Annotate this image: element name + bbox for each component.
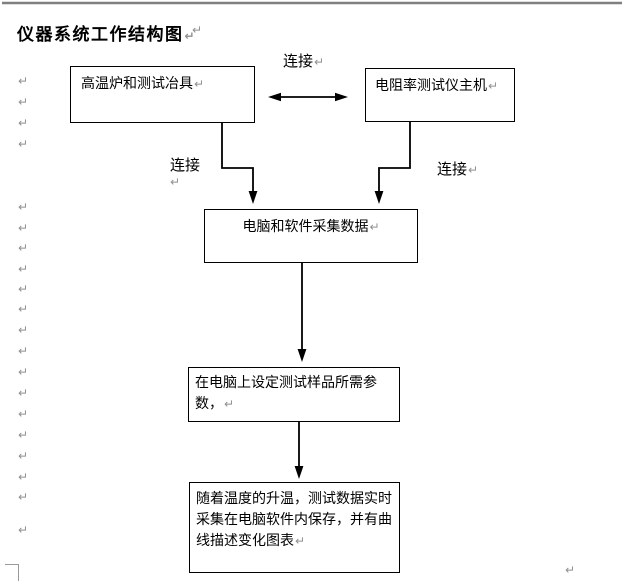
paragraph-mark-icon: ↵ [565, 563, 576, 577]
label-connect-right: 连接↵ [437, 158, 478, 179]
paragraph-mark-icon: ↵ [184, 29, 197, 43]
page-title: 仪器系统工作结构图↵ [17, 20, 196, 45]
label-connect-right-text: 连接 [437, 161, 468, 178]
paragraph-mark-icon: ↵ [18, 221, 29, 235]
arrow-params-to-realtime[interactable] [294, 422, 304, 479]
paragraph-mark-icon: ↵ [18, 449, 29, 463]
paragraph-mark-icon: ↵ [18, 137, 29, 151]
margin-corner-mark-icon [5, 564, 19, 581]
paragraph-mark-icon: ↵ [18, 344, 29, 358]
paragraph-mark-icon: ↵ [18, 116, 29, 130]
page-title-text: 仪器系统工作结构图 [17, 25, 184, 44]
flowchart-box-tester[interactable]: 电阻率测试仪主机↵ [365, 68, 515, 122]
flowchart-box-computer[interactable]: 电脑和软件采集数据↵ [204, 209, 418, 263]
paragraph-mark-icon: ↵ [170, 175, 181, 189]
box-realtime-label: 随着温度的升温，测试数据实时采集在电脑软件内保存，并有曲线描述变化图表 [196, 490, 392, 548]
label-connect-left: 连接 [170, 154, 200, 175]
paragraph-mark-icon: ↵ [18, 490, 29, 504]
flowchart-box-furnace[interactable]: 高温炉和测试冶具↵ [70, 66, 255, 123]
arrow-computer-to-params[interactable] [297, 263, 307, 362]
paragraph-mark-icon: ↵ [18, 74, 29, 88]
paragraph-mark-icon: ↵ [468, 163, 479, 177]
paragraph-mark-icon: ↵ [18, 470, 29, 484]
box-furnace-label: 高温炉和测试冶具 [81, 75, 193, 91]
paragraph-mark-icon: ↵ [314, 55, 325, 69]
paragraph-mark-icon: ↵ [18, 323, 29, 337]
flowchart-box-realtime[interactable]: 随着温度的升温，测试数据实时采集在电脑软件内保存，并有曲线描述变化图表↵ [189, 482, 400, 573]
box-tester-label: 电阻率测试仪主机 [375, 77, 487, 93]
paragraph-mark-icon: ↵ [18, 200, 29, 214]
label-connect-top-text: 连接 [283, 53, 314, 70]
connector-double-arrow[interactable] [268, 92, 348, 102]
label-connect-left-text: 连接 [170, 157, 201, 174]
paragraph-mark-icon: ↵ [18, 241, 29, 255]
paragraph-mark-icon: ↵ [18, 365, 29, 379]
paragraph-mark-icon: ↵ [18, 386, 29, 400]
paragraph-mark-icon: ↵ [18, 262, 29, 276]
paragraph-mark-icon: ↵ [295, 534, 306, 548]
paragraph-mark-icon: ↵ [18, 282, 29, 296]
label-connect-top: 连接↵ [283, 50, 324, 71]
paragraph-mark-icon: ↵ [18, 302, 29, 316]
box-computer-label: 电脑和软件采集数据 [242, 218, 369, 234]
paragraph-mark-icon: ↵ [18, 428, 29, 442]
flowchart-box-params[interactable]: 在电脑上设定测试样品所需参数，↵ [188, 367, 400, 422]
paragraph-mark-icon: ↵ [18, 407, 29, 421]
paragraph-mark-icon: ↵ [488, 79, 499, 93]
paragraph-mark-icon: ↵ [18, 95, 29, 109]
paragraph-mark-icon: ↵ [194, 77, 205, 91]
connector-furnace-to-computer[interactable] [221, 123, 258, 204]
connector-tester-to-computer[interactable] [374, 122, 411, 204]
paragraph-mark-icon: ↵ [18, 523, 29, 537]
paragraph-mark-icon: ↵ [192, 23, 203, 37]
box-params-label: 在电脑上设定测试样品所需参数， [195, 374, 377, 411]
paragraph-mark-icon: ↵ [224, 397, 235, 411]
paragraph-mark-icon: ↵ [369, 220, 380, 234]
